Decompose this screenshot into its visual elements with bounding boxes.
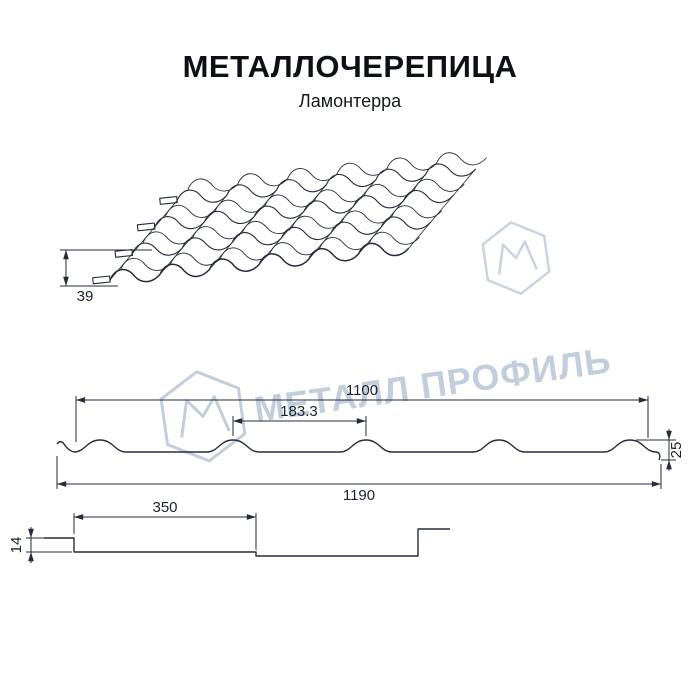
dimension-350-label: 350	[152, 499, 177, 516]
dimension-39: 39	[60, 249, 152, 305]
roof-sheet-perspective-view	[92, 148, 488, 287]
cross-section-profile: 1100 183.3 25	[56, 382, 685, 504]
dimension-25: 25	[636, 429, 685, 471]
dimension-14-label: 14	[8, 537, 25, 554]
brand-logo-fox-icon	[497, 240, 538, 275]
longitudinal-step-profile: 350 14	[8, 499, 450, 563]
dimension-1190-label: 1190	[343, 487, 375, 504]
dimension-183: 183.3	[232, 403, 367, 436]
page-title: МЕТАЛЛОЧЕРЕПИЦА	[182, 49, 518, 84]
brand-logo-fox-icon	[180, 395, 231, 438]
dimension-14: 14	[8, 527, 72, 563]
brand-logo-hexagon-icon	[481, 220, 551, 296]
watermark-top-stamp	[481, 220, 551, 296]
dimension-183-label: 183.3	[280, 403, 318, 420]
header: МЕТАЛЛОЧЕРЕПИЦА Ламонтерра	[0, 49, 700, 112]
dimension-25-label: 25	[668, 442, 685, 459]
dimension-1190: 1190	[56, 456, 662, 504]
dimension-1100-label: 1100	[346, 382, 378, 399]
step-outline	[44, 528, 450, 557]
profile-outline	[56, 439, 661, 461]
dimension-39-label: 39	[77, 288, 94, 305]
watermark-center-stamp: МЕТАЛЛ ПРОФИЛЬ	[159, 339, 614, 463]
page-subtitle: Ламонтерра	[298, 91, 402, 112]
dimension-1100: 1100	[75, 382, 649, 442]
dimension-350: 350	[73, 499, 257, 550]
